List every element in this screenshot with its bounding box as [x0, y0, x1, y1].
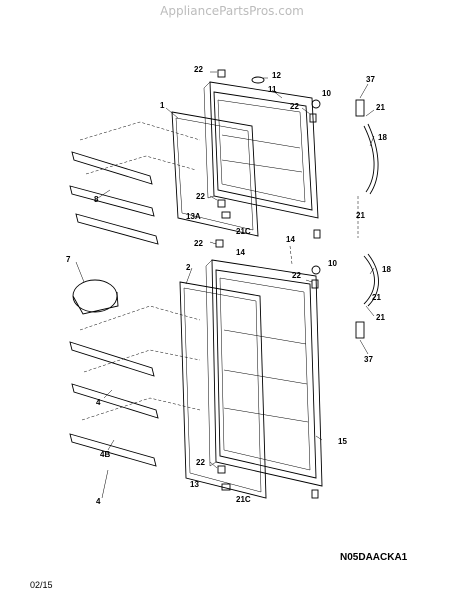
callout-4-lower: 4 [96, 497, 101, 506]
callout-1: 1 [160, 101, 165, 110]
freezer-door-gasket [171, 111, 259, 237]
callout-2: 2 [186, 263, 191, 272]
butter-compartment [72, 279, 119, 315]
callout-7: 7 [66, 255, 71, 264]
callout-21-a: 21 [376, 103, 385, 112]
callout-21c-lower: 21C [236, 495, 251, 504]
watermark: AppliancePartsPros.com [160, 4, 304, 18]
leader-lines [75, 71, 375, 499]
callout-18-lower: 18 [382, 265, 391, 274]
upper-shelf-racks [69, 121, 201, 245]
callout-21-c: 21 [372, 293, 381, 302]
callout-21-b: 21 [356, 211, 365, 220]
callout-37-upper: 37 [366, 75, 375, 84]
fresh-food-handle [355, 253, 379, 339]
revision-date: 02/15 [30, 580, 53, 590]
callout-12: 12 [272, 71, 281, 80]
callout-13a: 13A [186, 212, 201, 221]
callout-14-right: 14 [286, 235, 295, 244]
callout-11: 11 [268, 85, 277, 94]
callout-22-f: 22 [196, 458, 205, 467]
diagram-code: N05DAACKA1 [340, 552, 408, 563]
callout-4-upper: 4 [96, 398, 101, 407]
callout-15: 15 [338, 437, 347, 446]
lower-shelf-racks [69, 305, 201, 467]
callout-18-upper: 18 [378, 133, 387, 142]
callout-22-b: 22 [290, 102, 299, 111]
callout-37-lower: 37 [364, 355, 373, 364]
callout-22-c: 22 [196, 192, 205, 201]
callout-8: 8 [94, 195, 99, 204]
callout-10-lower: 10 [328, 259, 337, 268]
callout-22-e: 22 [292, 271, 301, 280]
callout-21c-upper: 21C [236, 227, 251, 236]
fresh-food-door-gasket [179, 281, 267, 499]
callout-10-upper: 10 [322, 89, 331, 98]
callout-22-a: 22 [194, 65, 203, 74]
callout-21-d: 21 [376, 313, 385, 322]
callout-22-d: 22 [194, 239, 203, 248]
freezer-handle [355, 99, 379, 195]
freezer-door [203, 81, 319, 219]
callout-13: 13 [190, 480, 199, 489]
hinge-parts [215, 69, 321, 499]
callout-14-left: 14 [236, 248, 245, 257]
callout-4b: 4B [100, 450, 110, 459]
callout-labels: 1 2 4 4 4B 7 8 10 10 11 12 13 13A 14 14 … [66, 65, 391, 506]
fresh-food-door [205, 259, 323, 487]
